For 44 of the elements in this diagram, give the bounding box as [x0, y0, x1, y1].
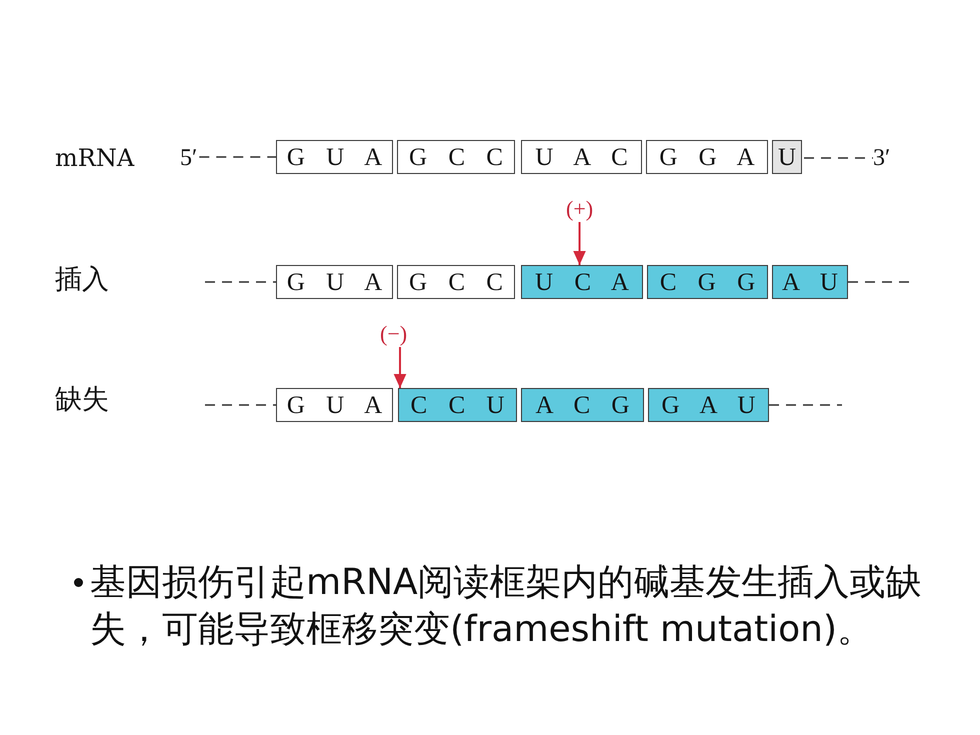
- codon-text: C G G: [660, 270, 756, 294]
- codon-box: [648, 388, 769, 422]
- row-label: 插入: [55, 266, 109, 293]
- codon-box: [772, 140, 802, 174]
- codon-text: C C U: [410, 392, 504, 418]
- codon-box: [772, 265, 848, 299]
- codon-text: G G A: [659, 144, 755, 170]
- dashed-line: [199, 156, 276, 158]
- codon-box: [397, 265, 515, 299]
- codon-text: U: [778, 144, 796, 170]
- row-label: mRNA: [55, 146, 134, 170]
- dashed-line: [769, 404, 842, 406]
- codon-text: G U A: [286, 144, 382, 170]
- codon-box: [646, 140, 768, 174]
- codon-box: [521, 265, 643, 299]
- caption-text: 基因损伤引起mRNA阅读框架内的碱基发生插入或缺失，可能导致框移突变(frameshift mutation)。: [90, 561, 923, 652]
- codon-box: [276, 265, 393, 299]
- codon-text: G C C: [409, 144, 503, 170]
- row-label: 缺失: [55, 386, 109, 413]
- codon-text: G A U: [662, 392, 756, 418]
- codon-box: [521, 140, 642, 174]
- codon-text: U C A: [535, 270, 629, 294]
- codon-box: [276, 140, 393, 174]
- dashed-line: [848, 281, 910, 283]
- codon-text: G U A: [286, 270, 382, 294]
- codon-text: A U: [782, 270, 838, 294]
- codon-text: U A C: [535, 144, 628, 170]
- arrow: [573, 222, 586, 265]
- dashed-line: [205, 281, 276, 283]
- codon-box: [397, 140, 515, 174]
- codon-text: A C G: [536, 392, 630, 418]
- strand-end-label: 5′: [180, 146, 198, 170]
- dashed-line: [205, 404, 276, 406]
- mutation-sign: (−): [380, 323, 408, 345]
- arrow: [394, 347, 406, 388]
- codon-box: [521, 388, 644, 422]
- codon-box: [647, 265, 768, 299]
- mutation-sign: (+): [566, 198, 594, 220]
- codon-text: G U A: [286, 392, 382, 418]
- codon-box: [398, 388, 517, 422]
- dashed-line: [804, 157, 873, 159]
- codon-text: G C C: [409, 270, 503, 294]
- strand-end-label: 3′: [873, 146, 890, 170]
- codon-box: [276, 388, 393, 422]
